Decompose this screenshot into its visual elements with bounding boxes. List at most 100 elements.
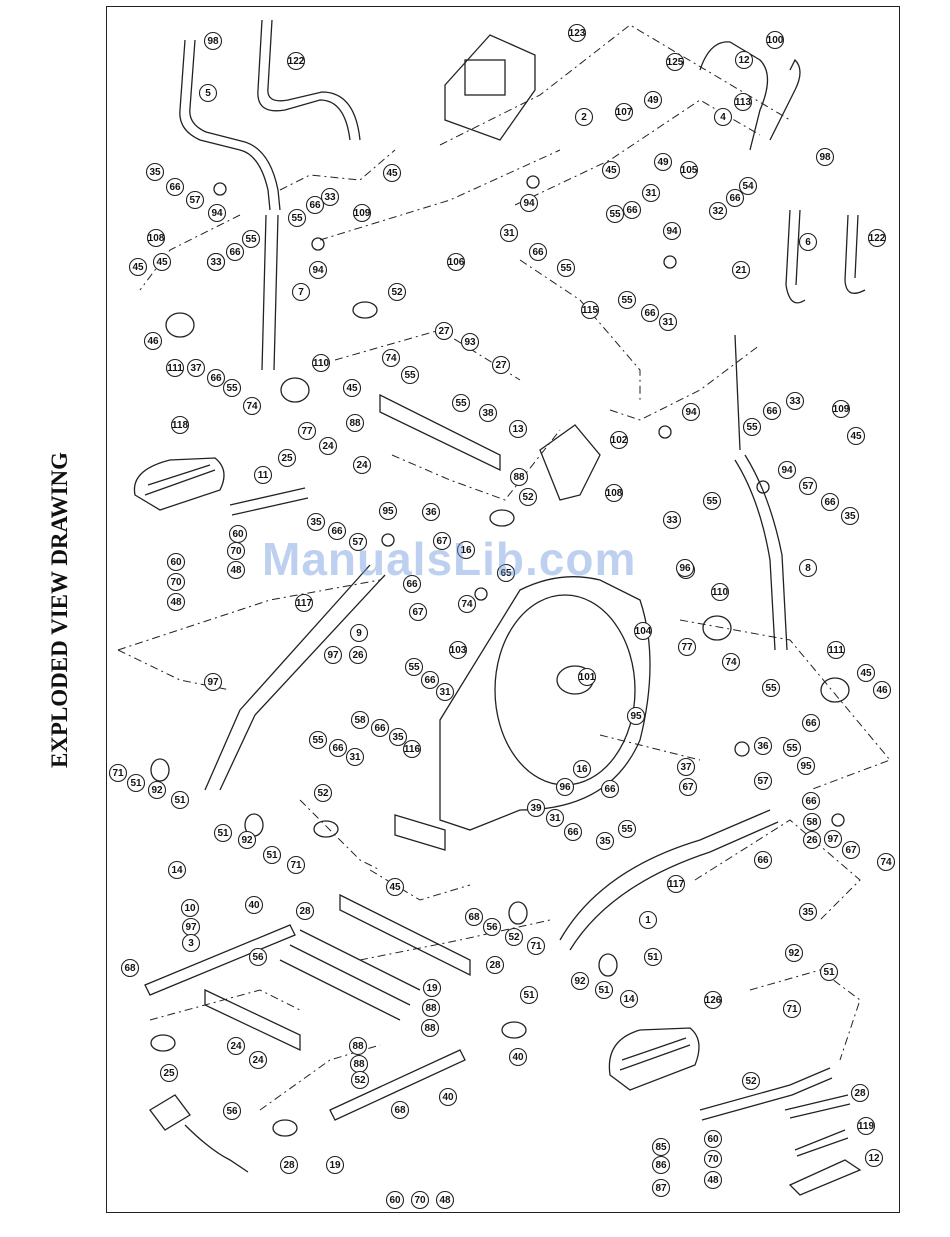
part-callout-55: 55	[617, 819, 637, 839]
part-callout-40: 40	[508, 1047, 528, 1067]
part-callout-71: 71	[526, 936, 546, 956]
callout-circle	[643, 947, 663, 967]
callout-circle	[420, 1018, 440, 1038]
callout-circle	[181, 933, 201, 953]
callout-number: 7	[298, 287, 304, 298]
callout-circle	[460, 332, 480, 352]
callout-circle	[387, 282, 407, 302]
part-callout-97: 97	[181, 917, 201, 937]
callout-number: 14	[623, 994, 635, 1005]
part-callout-94: 94	[662, 221, 682, 241]
part-callout-68: 68	[464, 907, 484, 927]
callout-number: 125	[667, 57, 684, 68]
part-callout-66: 66	[753, 850, 773, 870]
callout-number: 51	[523, 990, 535, 1001]
callout-number: 66	[374, 723, 386, 734]
callout-circle	[676, 757, 696, 777]
callout-number: 45	[386, 168, 398, 179]
callout-circle	[435, 1190, 455, 1210]
callout-circle	[166, 572, 186, 592]
callout-circle	[741, 1071, 761, 1091]
callout-number: 48	[230, 565, 242, 576]
part-outlines	[133, 19, 866, 1196]
callout-number: 55	[746, 422, 758, 433]
callout-circle	[328, 738, 348, 758]
callout-number: 67	[436, 536, 448, 547]
callout-number: 39	[530, 803, 542, 814]
callout-number: 52	[317, 788, 329, 799]
callout-circle	[325, 1155, 345, 1175]
callout-circle	[662, 510, 682, 530]
part-callout-48: 48	[703, 1170, 723, 1190]
part-callout-55: 55	[782, 738, 802, 758]
callout-circle	[320, 187, 340, 207]
callout-number: 24	[322, 441, 334, 452]
part-callout-101: 101	[577, 667, 597, 687]
callout-circle	[226, 1036, 246, 1056]
callout-number: 57	[189, 195, 201, 206]
callout-circle	[782, 999, 802, 1019]
callout-circle	[248, 947, 268, 967]
callout-number: 117	[296, 598, 313, 609]
part-callout-45: 45	[601, 160, 621, 180]
callout-number: 101	[579, 672, 596, 683]
callout-number: 55	[765, 683, 777, 694]
callout-circle	[609, 430, 629, 450]
callout-number: 31	[503, 228, 515, 239]
part-callout-66: 66	[725, 188, 745, 208]
callout-number: 46	[876, 685, 888, 696]
callout-number: 57	[802, 481, 814, 492]
callout-number: 1	[645, 915, 651, 926]
part-callout-67: 67	[408, 602, 428, 622]
callout-circle	[801, 713, 821, 733]
callout-number: 24	[356, 460, 368, 471]
callout-number: 67	[845, 845, 857, 856]
part-callout-52: 52	[504, 927, 524, 947]
callout-number: 108	[606, 488, 623, 499]
callout-number: 93	[464, 337, 476, 348]
callout-circle	[198, 83, 218, 103]
callout-circle	[519, 193, 539, 213]
callout-number: 28	[299, 906, 311, 917]
callout-circle	[641, 183, 661, 203]
callout-number: 45	[132, 262, 144, 273]
part-callout-52: 52	[350, 1070, 370, 1090]
callout-number: 33	[789, 396, 801, 407]
part-callout-24: 24	[248, 1050, 268, 1070]
callout-circle	[457, 594, 477, 614]
callout-circle	[721, 652, 741, 672]
callout-number: 33	[210, 257, 222, 268]
callout-number: 66	[805, 796, 817, 807]
part-callout-93: 93	[460, 332, 480, 352]
callout-number: 52	[522, 492, 534, 503]
callout-circle	[651, 1155, 671, 1175]
part-callout-95: 95	[626, 706, 646, 726]
callout-circle	[381, 348, 401, 368]
part-callout-108: 108	[146, 228, 166, 248]
callout-circle	[864, 1148, 884, 1168]
part-callout-97: 97	[823, 829, 843, 849]
callout-number: 16	[576, 764, 588, 775]
callout-circle	[508, 419, 528, 439]
part-callout-66: 66	[820, 492, 840, 512]
callout-number: 51	[647, 952, 659, 963]
part-callout-52: 52	[518, 487, 538, 507]
part-callout-60: 60	[228, 524, 248, 544]
callout-circle	[526, 798, 546, 818]
part-callout-12: 12	[864, 1148, 884, 1168]
callout-circle	[180, 898, 200, 918]
callout-number: 55	[621, 824, 633, 835]
part-callout-48: 48	[226, 560, 246, 580]
callout-circle	[378, 501, 398, 521]
callout-number: 2	[581, 112, 587, 123]
part-callout-32: 32	[708, 201, 728, 221]
callout-number: 66	[229, 247, 241, 258]
part-callout-52: 52	[741, 1071, 761, 1091]
callout-number: 67	[682, 782, 694, 793]
callout-number: 31	[349, 752, 361, 763]
callout-circle	[681, 402, 701, 422]
part-callout-40: 40	[438, 1087, 458, 1107]
callout-number: 94	[523, 198, 535, 209]
callout-circle	[577, 667, 597, 687]
callout-number: 36	[757, 741, 769, 752]
